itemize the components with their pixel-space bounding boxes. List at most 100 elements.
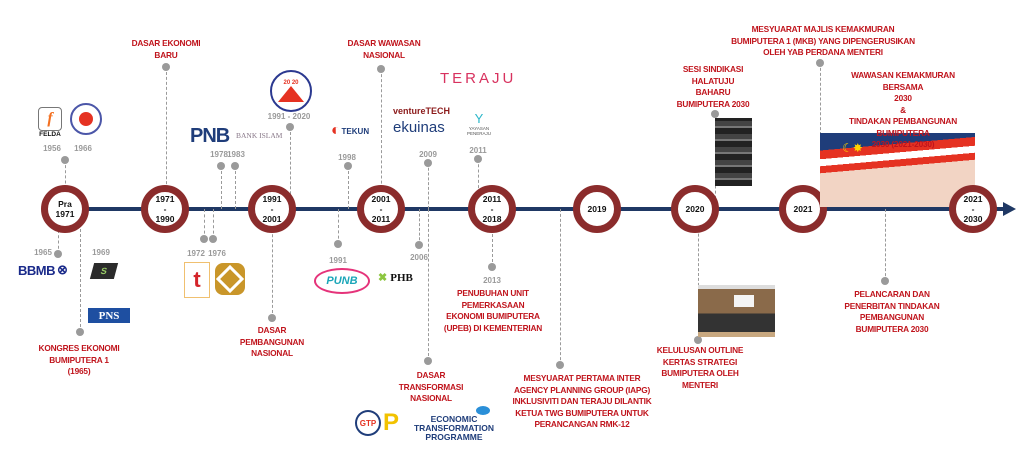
stem (419, 209, 420, 245)
group-photo (698, 285, 775, 337)
wawasan-2020-logo: 20 20 (270, 70, 312, 112)
node-1971-1990: 1971 - 1990 (141, 185, 189, 233)
year-label: 1976 (208, 249, 226, 258)
bbmb-logo: BBMB⊗ (18, 262, 68, 278)
year-label: 1966 (74, 144, 92, 153)
teraju-logo: TERAJU (440, 70, 517, 87)
event-mesyuarat-iapg: MESYUARAT PERTAMA INTER AGENCY PLANNING … (512, 373, 652, 429)
stem-dot (209, 235, 217, 243)
etp-logo: ECONOMIC TRANSFORMATION PROGRAMME (408, 406, 500, 442)
year-label: 1998 (338, 153, 356, 162)
pns-logo: PNS (88, 308, 130, 323)
year-label: 1991 - 2020 (267, 112, 311, 121)
stem-dot (54, 250, 62, 258)
stem (65, 160, 66, 209)
node-2021-2030: 2021 - 2030 (949, 185, 997, 233)
timeline-arrow-icon (1003, 202, 1016, 216)
stem (80, 209, 81, 332)
stem-dot (488, 263, 496, 271)
year-label: 1956 (43, 144, 61, 153)
stem-dot (415, 241, 423, 249)
event-dasar-ekonomi-baru: DASAR EKONOMI BARU (131, 38, 201, 60)
venturetech-logo: ventureTECH (393, 106, 451, 116)
stem (213, 209, 214, 239)
stem-dot (424, 159, 432, 167)
stem (338, 209, 339, 244)
stem-dot (76, 328, 84, 336)
stem-dot (881, 277, 889, 285)
node-pra-1971: Pra 1971 (41, 185, 89, 233)
year-label: 1969 (92, 248, 110, 257)
ekuinas-logo: ekuinas (393, 119, 445, 136)
year-label: 1991 (329, 256, 347, 265)
stem (428, 209, 429, 361)
stem-dot (334, 240, 342, 248)
year-label: 2013 (483, 276, 501, 285)
stem-dot (424, 357, 432, 365)
node-2019: 2019 (573, 185, 621, 233)
stem-dot (217, 162, 225, 170)
year-label: 2009 (419, 150, 437, 159)
event-mesyuarat-mkb: MESYUARAT MAJLIS KEMAKMURAN BUMIPUTERA 1… (731, 24, 915, 57)
stem-dot (816, 59, 824, 67)
event-kelulusan-outline: KELULUSAN OUTLINE KERTAS STRATEGI BUMIPU… (656, 345, 744, 390)
ukm-logo (215, 263, 245, 295)
event-dasar-transformasi-nasional: DASAR TRANSFORMASI NASIONAL (398, 370, 464, 403)
bank-islam-logo: BANK ISLAM (236, 131, 283, 140)
stem-dot (694, 336, 702, 344)
stem-dot (200, 235, 208, 243)
stem (221, 166, 222, 209)
stem-dot (231, 162, 239, 170)
stem (290, 127, 291, 209)
stem (348, 166, 349, 209)
tekun-logo: ◐TEKUN (330, 122, 370, 139)
node-1991-2001: 1991 - 2001 (248, 185, 296, 233)
event-dasar-pembangunan-nasional: DASAR PEMBANGUNAN NASIONAL (239, 325, 305, 358)
year-label: 2011 (469, 146, 487, 155)
pelaburan-logo: S (89, 263, 119, 279)
stem-dot (711, 110, 719, 118)
stem-dot (162, 63, 170, 71)
felda-logo: f FELDA (37, 103, 63, 141)
mara-seal-logo (70, 103, 102, 135)
stem (204, 209, 205, 239)
stem (272, 209, 273, 318)
stem-dot (61, 156, 69, 164)
stem (381, 69, 382, 209)
stem (492, 209, 493, 267)
node-2020: 2020 (671, 185, 719, 233)
event-penubuhan-upeb: PENUBUHAN UNIT PEMERKASAAN EKONOMI BUMIP… (443, 288, 543, 333)
stem (235, 166, 236, 209)
virtual-meeting-photo (715, 118, 752, 186)
stem (428, 163, 429, 209)
timeline-axis (45, 207, 1005, 211)
year-label: 1965 (34, 248, 52, 257)
pnb-logo: PNB (190, 125, 230, 147)
phb-logo: ✖PHB (378, 271, 413, 285)
event-sesi-sindikasi: SESI SINDIKASI HALATUJU BAHARU BUMIPUTER… (676, 64, 750, 109)
stem-dot (474, 155, 482, 163)
event-wawasan-kemakmuran: WAWASAN KEMAKMURAN BERSAMA 2030 & TINDAK… (848, 70, 957, 149)
children-malaysia-flag-photo: ☾✸ (820, 133, 975, 207)
stem-dot (556, 361, 564, 369)
stem-dot (286, 123, 294, 131)
stem (885, 209, 886, 281)
stem-dot (377, 65, 385, 73)
year-label: 2006 (410, 253, 428, 262)
stem (478, 159, 479, 209)
stem (560, 209, 561, 365)
stem-dot (344, 162, 352, 170)
punb-logo: PUNB (314, 268, 370, 294)
year-label: 1978 (210, 150, 228, 159)
year-label: 1972 (187, 249, 205, 258)
event-pelancaran-tindakan: PELANCARAN DAN PENERBITAN TINDAKAN PEMBA… (844, 289, 940, 334)
node-2001-2011: 2001 - 2011 (357, 185, 405, 233)
event-kongres-ekonomi: KONGRES EKONOMI BUMIPUTERA 1 (1965) (38, 343, 120, 376)
year-label: 1983 (227, 150, 245, 159)
stem-dot (268, 314, 276, 322)
stem (698, 209, 699, 340)
node-2021: 2021 (779, 185, 827, 233)
